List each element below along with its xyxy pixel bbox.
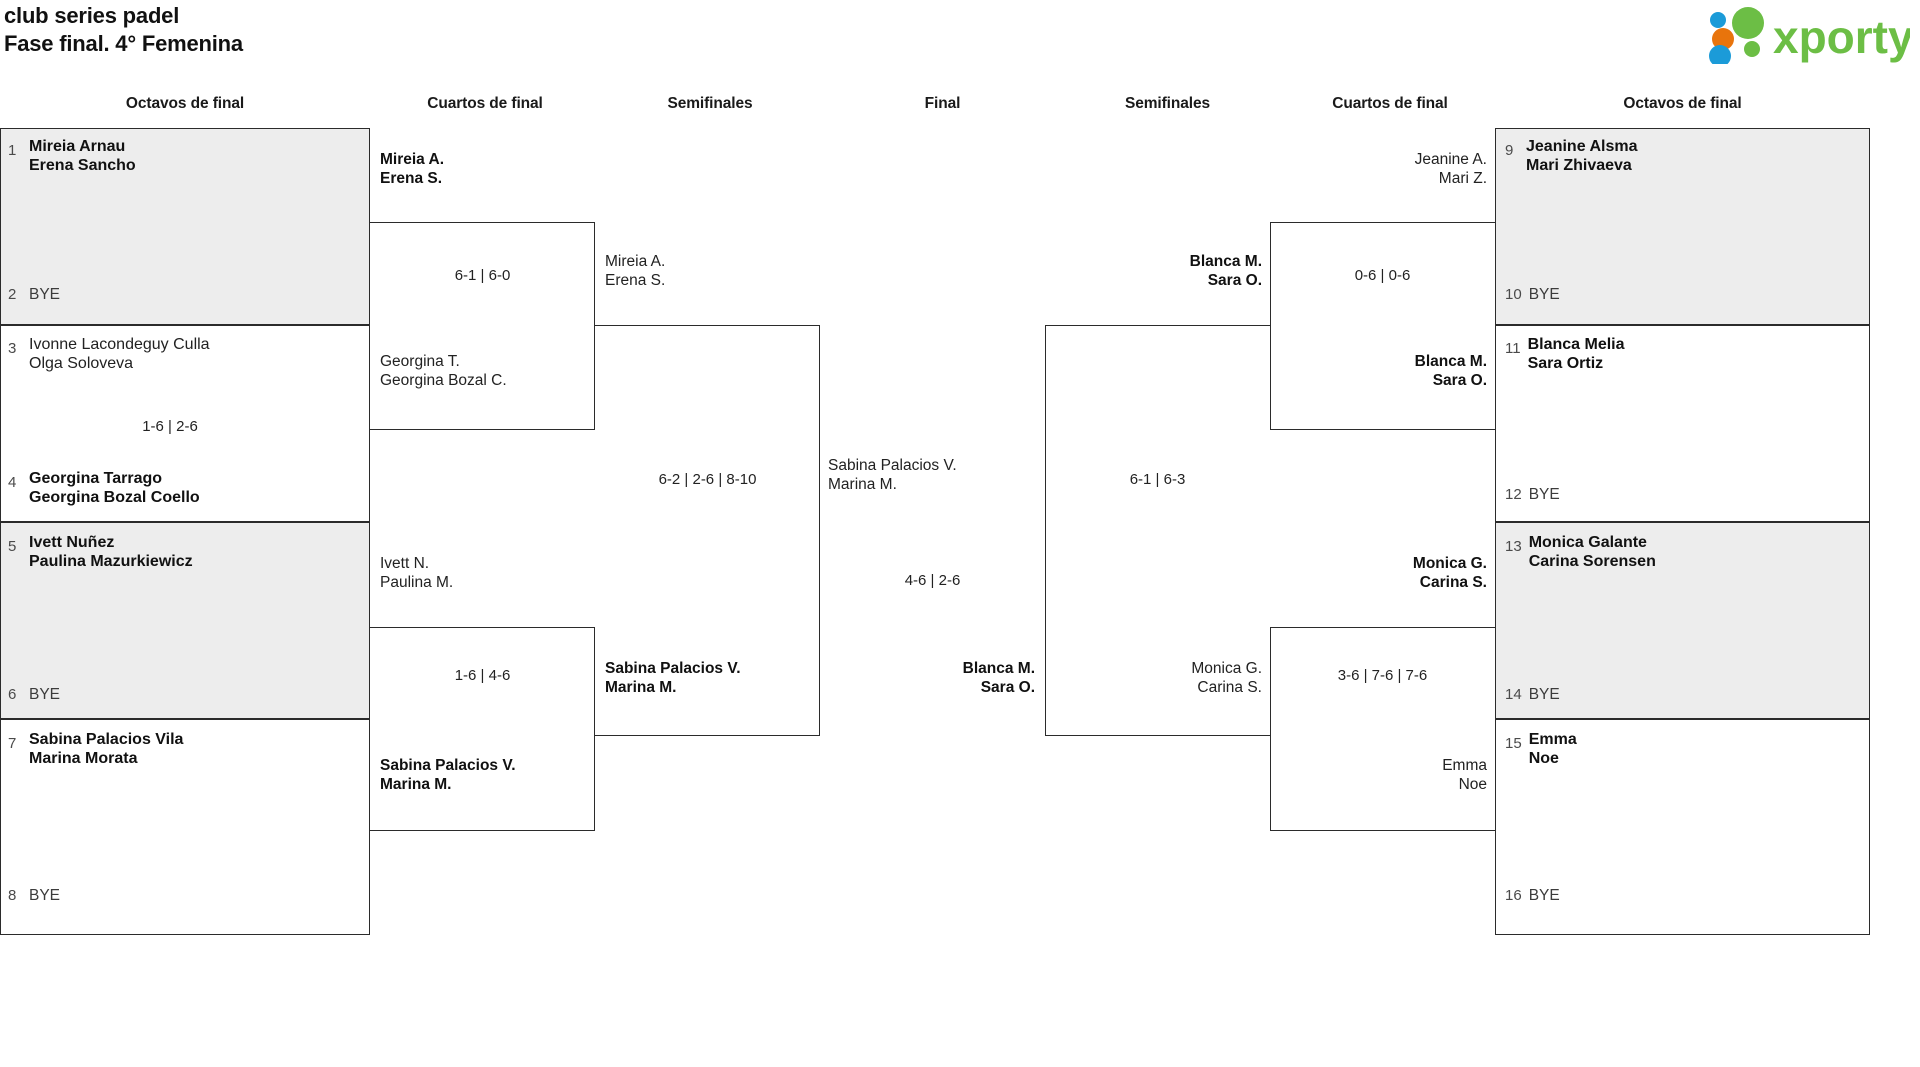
team-lq2-bottom: Sabina Palacios V.Marina M. (380, 757, 516, 793)
round-header-left-semis: Semifinales (667, 95, 753, 112)
seed-names: BYE (1528, 686, 1560, 703)
match-box-ls1[interactable] (595, 325, 820, 736)
logo-dots-icon (1709, 7, 1764, 64)
seed-number: 11 (1505, 340, 1521, 357)
team-rq1-bottom: Blanca M.Sara O. (1414, 353, 1487, 389)
match-box-l1[interactable] (0, 128, 370, 325)
match-box-rq2[interactable] (1270, 627, 1495, 831)
score-rq1: 0-6 | 0-6 (1354, 267, 1411, 284)
team-lq1-top: Mireia A.Erena S. (380, 151, 445, 187)
match-box-rq1[interactable] (1270, 222, 1495, 430)
seed-names: BYE (1528, 486, 1560, 503)
seed-number: 8 (8, 887, 17, 905)
match-box-l3[interactable] (0, 522, 370, 719)
round-header-final: Final (924, 95, 961, 112)
seed-number: 4 (8, 474, 17, 491)
seed-number: 1 (8, 142, 17, 159)
score-ls1: 6-2 | 2-6 | 8-10 (658, 471, 757, 488)
xporty-logo[interactable]: xporty (1705, 6, 1910, 64)
seed-number: 13 (1505, 538, 1522, 555)
seed-entry-14[interactable]: 14 BYE (1505, 686, 1865, 704)
team-rq1-top: Jeanine A.Mari Z. (1414, 151, 1487, 187)
seed-number: 15 (1505, 735, 1522, 752)
team-ls1-bottom: Sabina Palacios V.Marina M. (605, 660, 741, 696)
page-title: club series padel Fase final. 4° Femenin… (4, 2, 243, 58)
seed-entry-8[interactable]: 8 BYE (8, 887, 363, 905)
team-final-left: Sabina Palacios V.Marina M. (828, 457, 957, 493)
seed-number: 3 (8, 340, 17, 357)
team-lq1-bottom: Georgina T.Georgina Bozal C. (380, 353, 507, 389)
seed-number: 14 (1505, 686, 1522, 704)
seed-number: 9 (1505, 142, 1514, 159)
score-rq2: 3-6 | 7-6 | 7-6 (1337, 667, 1428, 684)
seed-number: 12 (1505, 486, 1522, 504)
team-final-right: Blanca M.Sara O. (962, 660, 1035, 696)
seed-names: BYE (1528, 887, 1560, 904)
seed-names: BYE (29, 286, 61, 303)
seed-number: 7 (8, 735, 17, 752)
round-header-right-octavos: Octavos de final (1623, 95, 1742, 112)
match-box-r1[interactable] (1495, 128, 1870, 325)
score-lq2: 1-6 | 4-6 (454, 667, 511, 684)
match-box-r3[interactable] (1495, 522, 1870, 719)
seed-number: 10 (1505, 286, 1522, 304)
score-rs1: 6-1 | 6-3 (1129, 471, 1186, 488)
score-final: 4-6 | 2-6 (904, 572, 961, 589)
seed-entry-10[interactable]: 10 BYE (1505, 286, 1865, 304)
seed-entry-16[interactable]: 16 BYE (1505, 887, 1865, 905)
match-box-r4[interactable] (1495, 719, 1870, 935)
team-rq2-top: Monica G.Carina S. (1412, 555, 1487, 591)
seed-names: BYE (29, 686, 61, 703)
seed-number: 6 (8, 686, 17, 704)
tournament-name: club series padel (4, 3, 180, 28)
score-l2: 1-6 | 2-6 (142, 418, 198, 435)
seed-number: 16 (1505, 887, 1522, 905)
match-box-lq2[interactable] (370, 627, 595, 831)
seed-number: 2 (8, 286, 17, 304)
round-header-left-octavos: Octavos de final (125, 95, 245, 112)
match-box-rs1[interactable] (1045, 325, 1270, 736)
match-box-l2[interactable] (0, 325, 370, 522)
round-header-left-cuartos: Cuartos de final (427, 95, 543, 112)
match-box-l4[interactable] (0, 719, 370, 935)
seed-entry-2[interactable]: 2 BYE (8, 286, 363, 304)
seed-names: BYE (1528, 286, 1560, 303)
score-lq1: 6-1 | 6-0 (454, 267, 511, 284)
seed-entry-6[interactable]: 6 BYE (8, 686, 363, 704)
seed-names: BYE (29, 887, 61, 904)
team-rs1-top: Blanca M.Sara O. (1189, 253, 1262, 289)
match-box-lq1[interactable] (370, 222, 595, 430)
team-lq2-top: Ivett N.Paulina M. (380, 555, 454, 591)
round-header-right-semis: Semifinales (1124, 95, 1211, 112)
logo-wordmark: xporty (1773, 11, 1910, 63)
seed-entry-12[interactable]: 12 BYE (1505, 486, 1865, 504)
seed-number: 5 (8, 538, 17, 555)
round-header-right-cuartos: Cuartos de final (1332, 95, 1448, 112)
team-rs1-bottom: Monica G.Carina S. (1191, 660, 1262, 696)
tournament-phase: Fase final. 4° Femenina (4, 31, 243, 57)
team-ls1-top: Mireia A.Erena S. (605, 253, 666, 289)
match-box-r2[interactable] (1495, 325, 1870, 522)
